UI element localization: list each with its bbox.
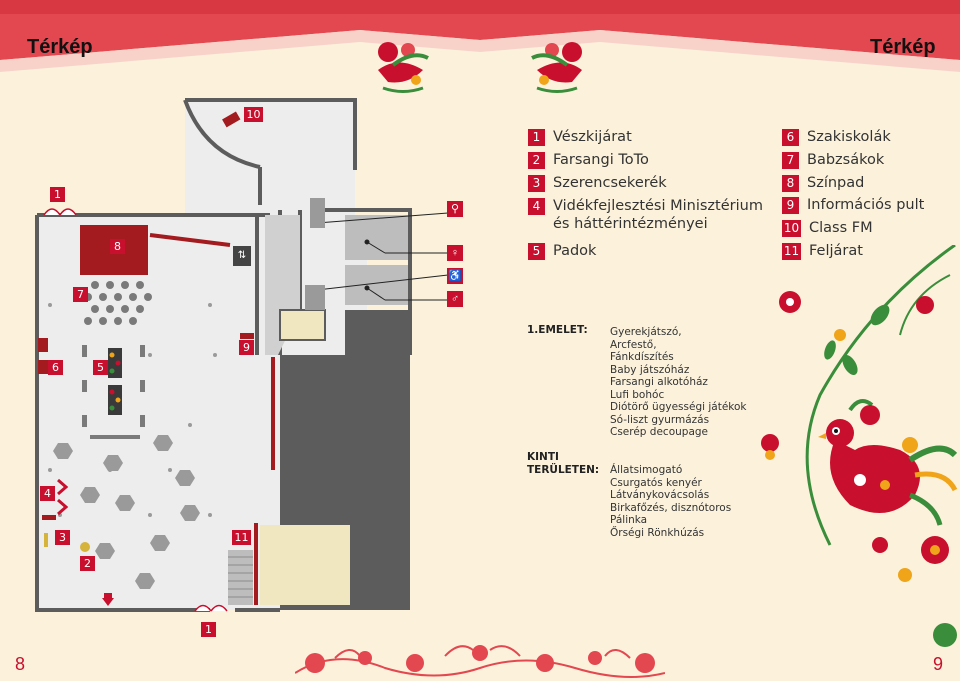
list-item: Farsangi alkotóház — [610, 376, 708, 388]
map-marker-10: 10 — [244, 107, 263, 122]
map-marker-3: 3 — [55, 530, 70, 545]
list-item: Baby játszóház — [610, 363, 690, 376]
map-marker-5: 5 — [93, 360, 108, 375]
folk-bird-ornament-left — [378, 42, 429, 93]
legend-item-9: 9 Információs pult — [782, 196, 924, 214]
legend-item-6: 6 Szakiskolák — [782, 128, 891, 146]
map-marker-8: 8 — [110, 239, 125, 254]
map-marker-1-bottom: 1 — [201, 622, 216, 637]
map-marker-7: 7 — [73, 287, 88, 302]
outdoor-label: KINTI TERÜLETEN: — [527, 451, 600, 476]
list-item: Pálinka — [610, 514, 648, 526]
list-item: Diótörő ügyességi játékok — [610, 401, 747, 413]
list-item: Arcfestő, — [610, 338, 657, 351]
elevator-icon: ⇅ — [233, 246, 251, 266]
legend-item-11: 11 Feljárat — [782, 243, 863, 260]
map-marker-2: 2 — [80, 556, 95, 571]
legend-item-10: 10 Class FM — [782, 220, 873, 237]
list-item: Só-liszt gyurmázás — [610, 413, 710, 426]
legend-item-4: 4 Vidékfejlesztési Minisztérium és hátté… — [528, 197, 768, 233]
page-title-left: Térkép — [27, 36, 93, 58]
legend-item-7: 7 Babzsákok — [782, 151, 884, 169]
map-marker-11: 11 — [232, 530, 251, 545]
outdoor-list: Állatsimogató Csurgatós kenyér Látványko… — [610, 464, 731, 539]
list-item: Birkafőzés, disznótoros — [610, 501, 732, 514]
women-restroom-icon: ♀ — [447, 245, 463, 261]
family-restroom-icon: ⚲ — [447, 201, 463, 217]
list-item: Gyerekjátszó, — [610, 326, 682, 338]
folk-bird-illustration — [761, 245, 958, 647]
legend-item-3: 3 Szerencsekerék — [528, 174, 667, 192]
wheelchair-icon: ♿ — [447, 268, 463, 284]
floor1-list: Gyerekjátszó, Arcfestő, Fánkdíszítés Bab… — [610, 326, 747, 439]
folk-bird-ornament-right — [531, 42, 582, 93]
legend-item-5: 5 Padok — [528, 242, 596, 260]
map-marker-6: 6 — [48, 360, 63, 375]
map-marker-9: 9 — [239, 340, 254, 355]
page-number-left: 8 — [15, 654, 26, 674]
page-title-right: Térkép — [870, 36, 936, 58]
list-item: Fánkdíszítés — [610, 351, 674, 363]
list-item: Őrségi Rönkhúzás — [610, 526, 705, 539]
legend-item-8: 8 Színpad — [782, 174, 864, 192]
list-item: Látványkovácsolás — [610, 489, 710, 501]
floor-map — [35, 98, 449, 612]
folk-ornament-strip — [295, 645, 665, 678]
legend-item-1: 1 Vészkijárat — [528, 128, 632, 146]
list-item: Lufi bohóc — [610, 388, 665, 401]
legend-item-2: 2 Farsangi ToTo — [528, 151, 649, 169]
list-item: Cserép decoupage — [610, 426, 709, 438]
header-band — [0, 0, 960, 72]
map-marker-1-top: 1 — [50, 187, 65, 202]
page-number-right: 9 — [933, 654, 944, 674]
list-item: Csurgatós kenyér — [610, 476, 702, 489]
map-marker-4: 4 — [40, 486, 55, 501]
list-item: Állatsimogató — [610, 464, 683, 476]
men-restroom-icon: ♂ — [447, 291, 463, 307]
floor1-label: 1.EMELET: — [527, 324, 588, 336]
